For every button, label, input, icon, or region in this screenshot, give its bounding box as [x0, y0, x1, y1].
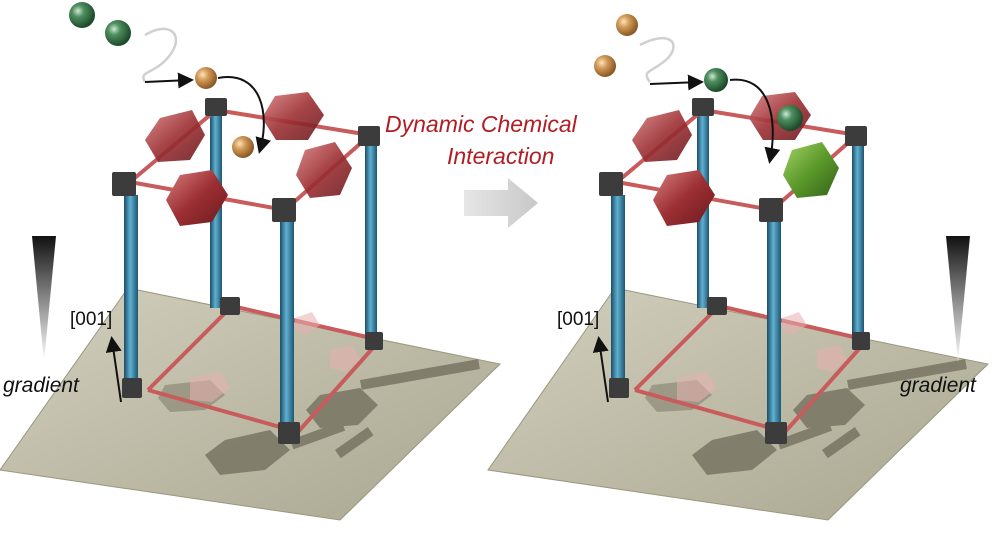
orange-sphere-icon — [195, 67, 217, 89]
direction-label: [001] — [557, 309, 599, 330]
direction-arrow — [105, 336, 122, 403]
curved-arrow-icon — [217, 76, 271, 154]
direction-arrow — [592, 336, 609, 403]
green-hexagon — [783, 142, 839, 198]
orange-sphere-icon — [232, 136, 254, 158]
hexagon — [145, 110, 205, 162]
transition-arrow-icon — [464, 178, 538, 228]
green-sphere-icon — [105, 20, 131, 46]
green-sphere-icon — [777, 105, 803, 131]
hexagon — [166, 170, 228, 226]
curved-arrow-icon — [729, 78, 781, 164]
tether-curve — [639, 36, 675, 83]
gradient-label: gradient — [900, 374, 977, 397]
direction-label: [001] — [70, 309, 112, 330]
curved-arrow-icon — [144, 72, 194, 89]
green-sphere-icon — [704, 68, 728, 92]
transition-title-line2: Interaction — [447, 143, 554, 169]
hexagon — [632, 110, 692, 162]
hexagon — [262, 92, 324, 140]
hexagon — [296, 142, 352, 198]
nodes — [122, 297, 383, 444]
green-sphere-icon — [69, 2, 95, 28]
left-panel: [001] gradient — [0, 2, 502, 521]
orange-sphere-icon — [594, 55, 616, 77]
bottom-hexagons — [677, 312, 847, 402]
gradient-label: gradient — [3, 374, 80, 397]
gradient-wedge-icon — [32, 236, 56, 362]
linker-hexagons — [632, 92, 839, 226]
top-nodes — [599, 98, 867, 222]
tether-curve — [142, 27, 178, 83]
right-panel: [001] gradient — [487, 14, 990, 521]
nodes — [609, 297, 870, 444]
transition-title-line1: Dynamic Chemical — [385, 111, 578, 137]
gradient-wedge-icon — [946, 236, 970, 362]
orange-sphere-icon — [616, 14, 638, 36]
linker-hexagons — [145, 92, 352, 226]
bottom-hexagons — [190, 312, 360, 402]
hexagon — [653, 170, 715, 226]
curved-arrow-icon — [649, 74, 704, 91]
top-nodes — [112, 98, 380, 222]
